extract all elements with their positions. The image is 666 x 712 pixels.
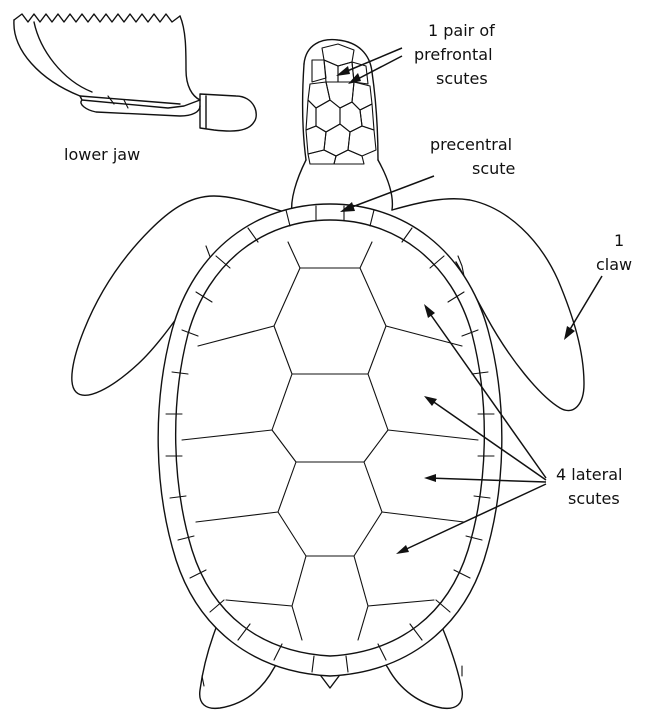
prefrontal-arrows [336, 48, 402, 84]
label-prefrontal-line2: prefrontal [414, 45, 493, 64]
label-lateral-line2: scutes [568, 489, 620, 508]
label-claw-line2: claw [596, 255, 632, 274]
label-precentral-line2: scute [472, 159, 515, 178]
carapace [158, 204, 502, 676]
label-lower-jaw: lower jaw [64, 145, 140, 164]
label-prefrontal-line1: 1 pair of [428, 21, 495, 40]
label-claw-line1: 1 [614, 231, 624, 250]
precentral-arrow [340, 176, 434, 212]
turtle-head [292, 40, 393, 214]
label-lateral-line1: 4 lateral [556, 465, 622, 484]
lower-jaw-drawing [14, 14, 256, 131]
label-prefrontal-line3: scutes [436, 69, 488, 88]
label-precentral-line1: precentral [430, 135, 512, 154]
claw-arrow [564, 276, 602, 340]
